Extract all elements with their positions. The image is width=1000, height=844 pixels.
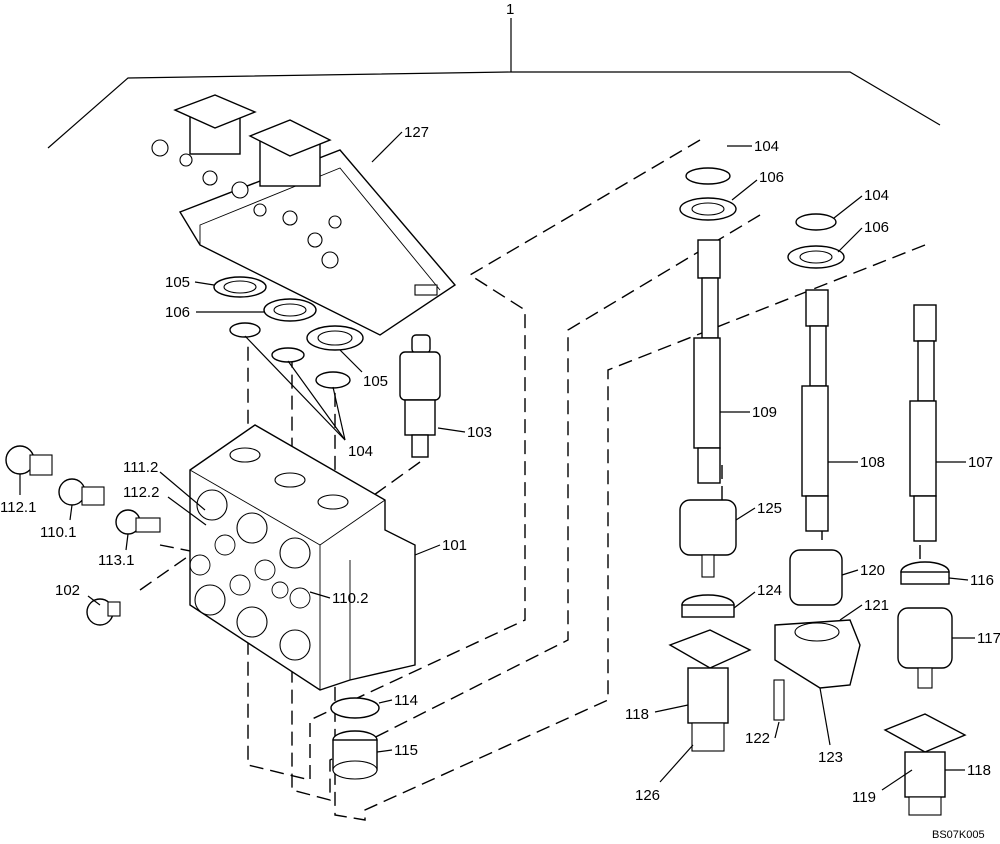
callout-109: 109 bbox=[752, 404, 777, 421]
callout-118: 118 bbox=[625, 706, 649, 723]
spool-107-column bbox=[883, 304, 967, 816]
callout-105: 105 bbox=[363, 373, 388, 390]
callout-104: 104 bbox=[348, 443, 373, 460]
callout-117: 117 bbox=[977, 630, 1000, 647]
callout-115: 115 bbox=[394, 742, 418, 759]
valve-body bbox=[189, 424, 416, 691]
leader-lines bbox=[19, 131, 975, 791]
main-seals bbox=[213, 276, 364, 389]
callout-111-2: 111.2 bbox=[123, 459, 158, 476]
callout-121: 121 bbox=[864, 597, 889, 614]
callout-102: 102 bbox=[55, 582, 80, 599]
side-cartridges bbox=[5, 445, 161, 626]
callout-104: 104 bbox=[864, 187, 889, 204]
callout-126: 126 bbox=[635, 787, 660, 804]
bottom-plug bbox=[330, 697, 380, 780]
relief-valve bbox=[399, 334, 441, 458]
callout-106: 106 bbox=[864, 219, 889, 236]
spool-108-column bbox=[773, 213, 861, 721]
callout-127: 127 bbox=[404, 124, 429, 141]
pilot-valve-assembly bbox=[151, 94, 457, 336]
spool-109-column bbox=[668, 167, 752, 752]
callout-119: 119 bbox=[852, 789, 876, 806]
callout-106: 106 bbox=[165, 304, 190, 321]
callout-124: 124 bbox=[757, 582, 782, 599]
callout-122: 122 bbox=[745, 730, 770, 747]
callout-107: 107 bbox=[968, 454, 993, 471]
callout-108: 108 bbox=[860, 454, 885, 471]
assembly-label: 1 bbox=[506, 1, 514, 18]
callout-118: 118 bbox=[967, 762, 991, 779]
callout-101: 101 bbox=[442, 537, 467, 554]
callout-112-2: 112.2 bbox=[123, 484, 159, 501]
callout-110-2: 110.2 bbox=[332, 590, 368, 607]
callout-104: 104 bbox=[754, 138, 779, 155]
drawing-code: BS07K005 bbox=[932, 829, 985, 841]
callout-123: 123 bbox=[818, 749, 843, 766]
callout-120: 120 bbox=[860, 562, 885, 579]
assembly-dash-lines bbox=[139, 139, 926, 821]
assembly-bracket bbox=[47, 18, 941, 149]
callout-116: 116 bbox=[970, 572, 994, 589]
callout-113-1: 113.1 bbox=[98, 552, 134, 569]
callout-106: 106 bbox=[759, 169, 784, 186]
callout-103: 103 bbox=[467, 424, 492, 441]
callout-110-1: 110.1 bbox=[40, 524, 76, 541]
callout-125: 125 bbox=[757, 500, 782, 517]
callout-112-1: 112.1 bbox=[0, 499, 36, 516]
callout-105: 105 bbox=[165, 274, 190, 291]
callout-114: 114 bbox=[394, 692, 418, 709]
